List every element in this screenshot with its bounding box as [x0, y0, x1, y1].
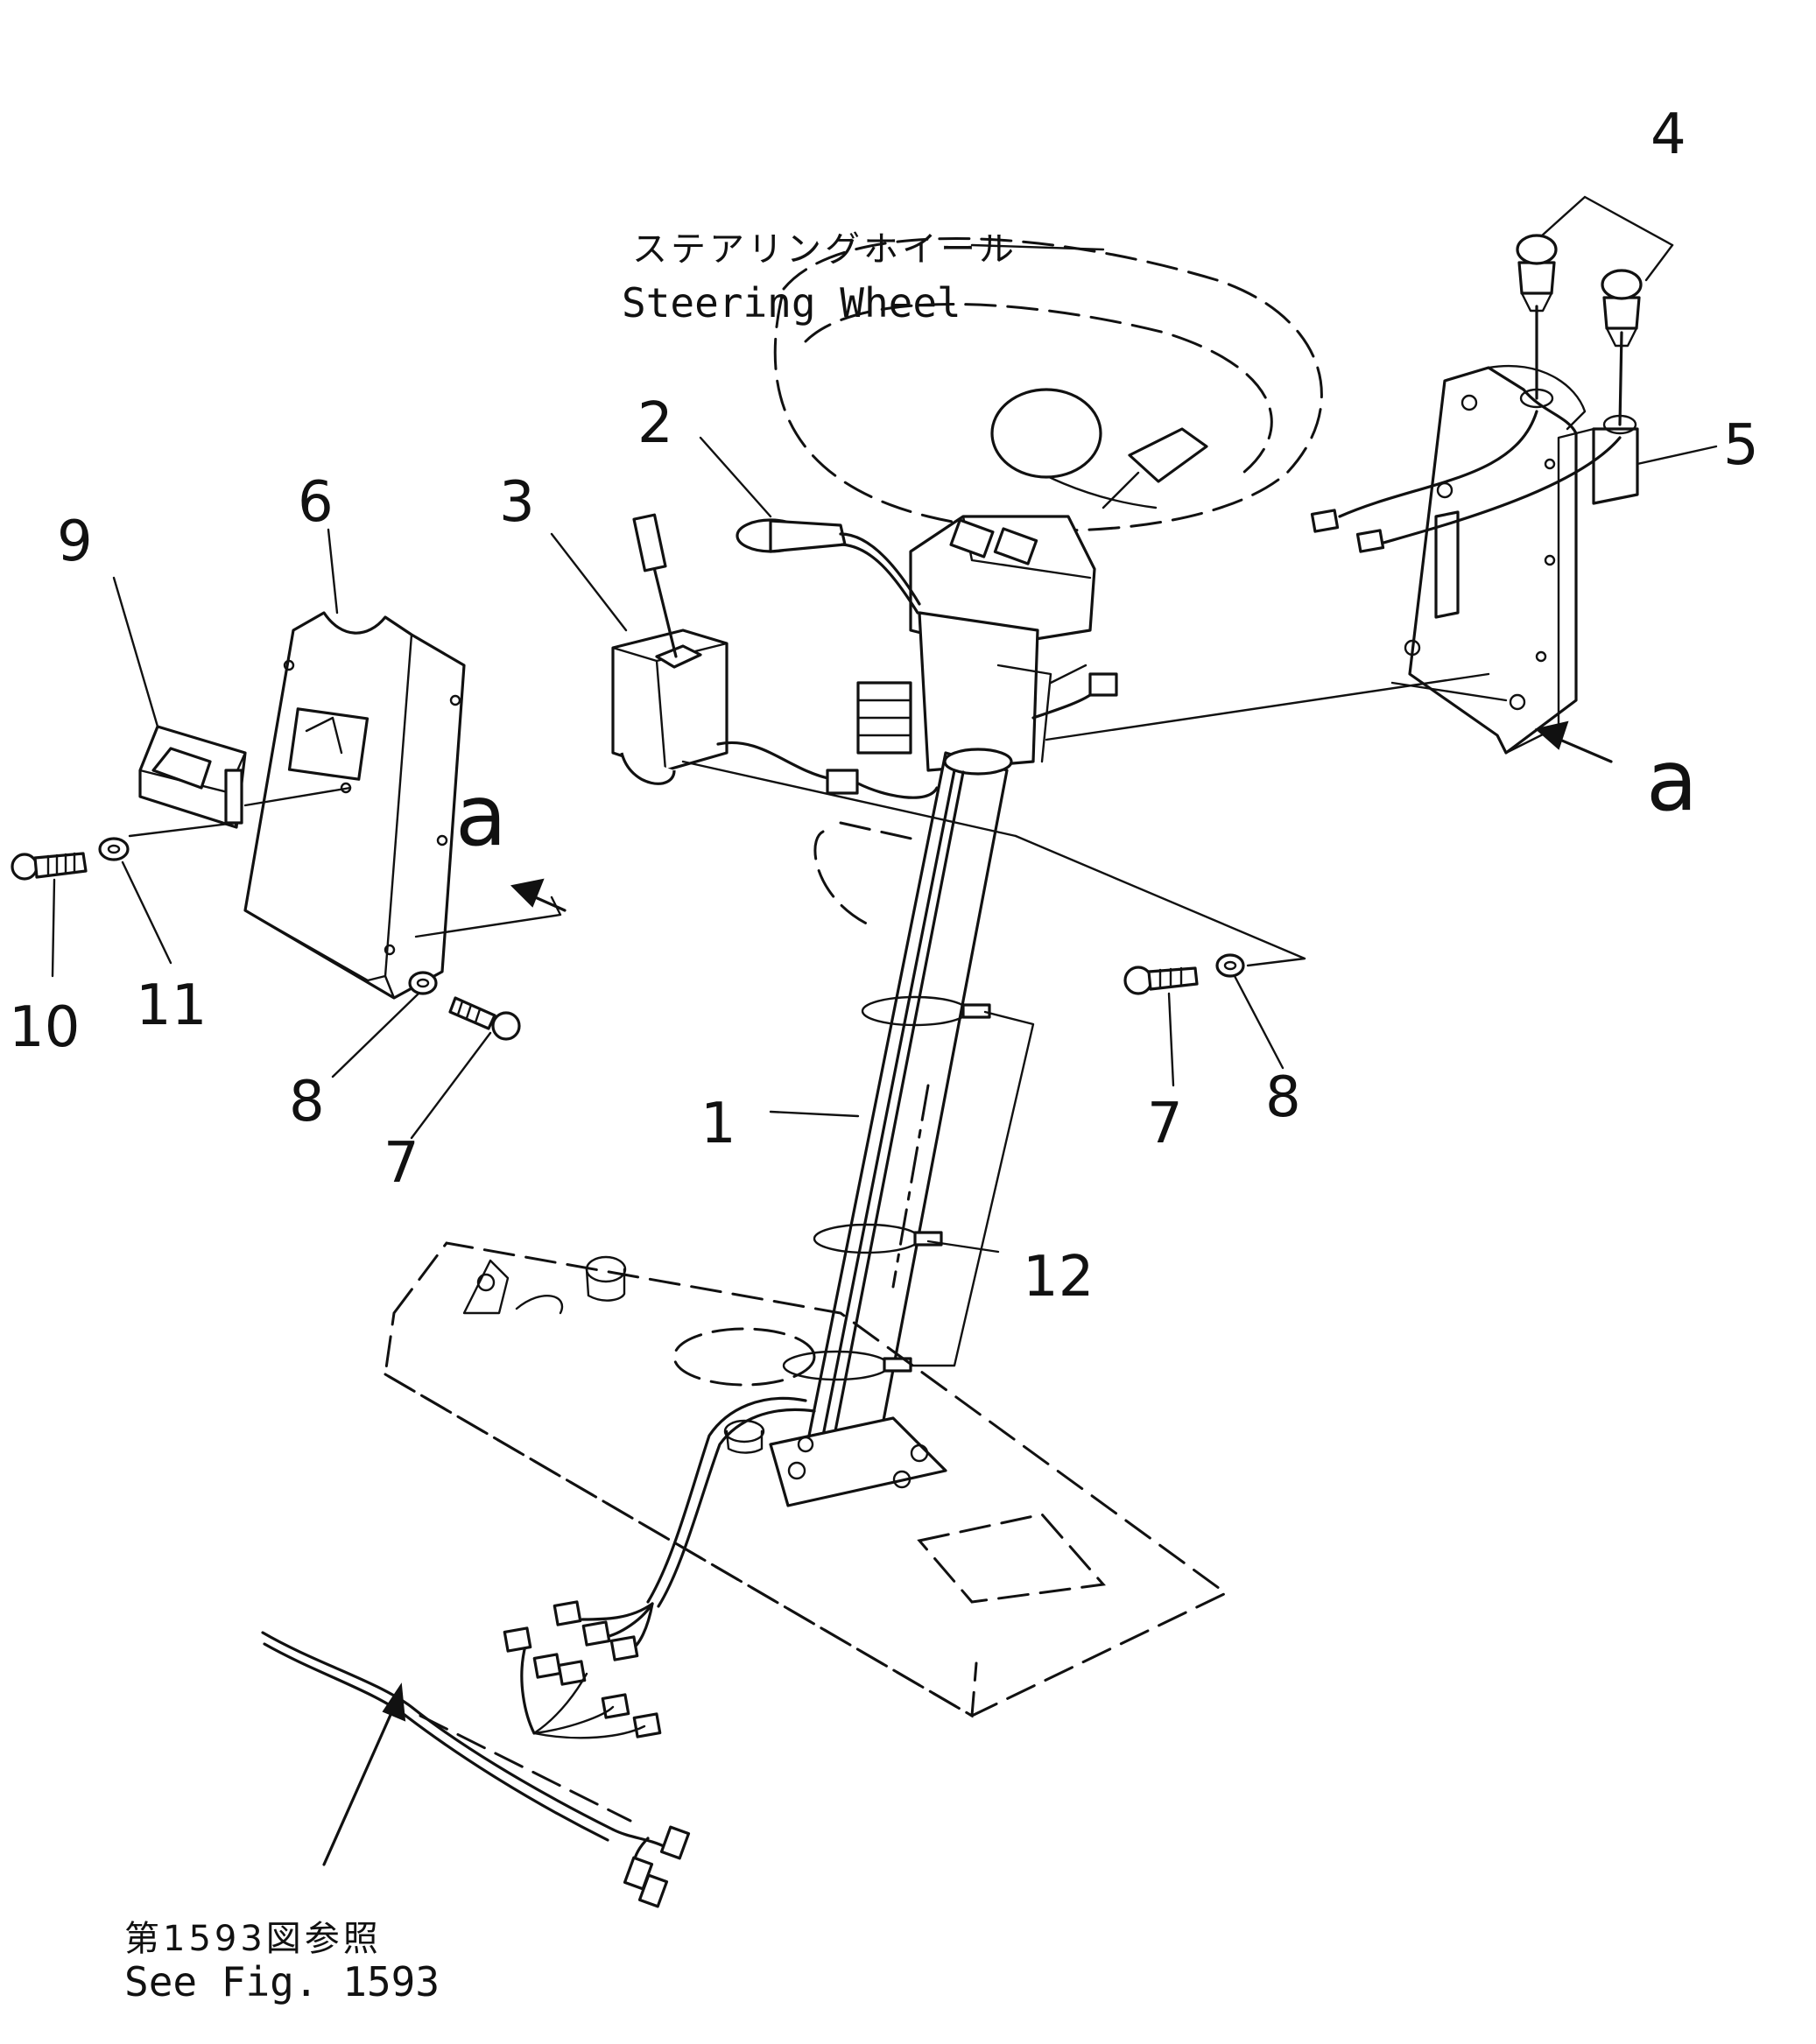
steering-wheel-label-en: Steering Wheel	[622, 279, 961, 327]
callout-9: 9	[57, 509, 93, 574]
callout-8-right: 8	[1265, 1065, 1301, 1130]
part-8-washer-right	[1215, 953, 1245, 978]
part-5-bracket-panel	[1404, 364, 1639, 755]
part-11-washer	[98, 837, 130, 861]
callout-11: 11	[136, 973, 207, 1038]
part-4-switch-pair	[1310, 234, 1643, 553]
part-3-shift-lever-box	[611, 513, 729, 785]
assembly-lines	[51, 195, 1718, 1866]
reference-label-jp: 第1593図参照	[124, 1919, 382, 1959]
part-8-washer-left	[408, 971, 438, 995]
callout-7-right: 7	[1147, 1092, 1183, 1156]
column-head	[856, 515, 1096, 772]
callout-8-left: 8	[289, 1070, 325, 1134]
part-7-bolt-left	[448, 996, 521, 1041]
callout-3: 3	[499, 470, 535, 535]
floor-plate	[384, 1241, 1228, 1718]
part-10-bolt	[11, 852, 88, 881]
steering-wheel-outline	[773, 237, 1323, 532]
callout-4: 4	[1651, 102, 1686, 167]
callout-5: 5	[1723, 413, 1759, 478]
part-9-switch	[138, 725, 247, 829]
captions: ステアリングホイール Steering Wheel 第1593図参照 See F…	[124, 229, 1017, 2005]
part-6-cover	[243, 611, 466, 1000]
callouts: 1 2 3 4 5 6 7 7 8 8 9 10 11 12 a a	[9, 102, 1759, 1310]
callout-7-left: 7	[384, 1131, 419, 1196]
view-arrow-a-right: a	[1646, 732, 1698, 830]
reference-label-en: See Fig. 1593	[124, 1958, 440, 2005]
callout-12: 12	[1023, 1245, 1094, 1310]
callout-10: 10	[9, 995, 80, 1060]
lower-wire-harness	[261, 1396, 816, 1908]
part-2-lever-switch	[736, 518, 921, 615]
part-7-bolt-right	[1123, 966, 1199, 995]
callout-1: 1	[700, 1092, 736, 1156]
callout-6: 6	[298, 470, 334, 535]
view-arrow-a-left: a	[455, 767, 507, 865]
callout-2: 2	[637, 391, 673, 456]
column-wiring	[716, 664, 1118, 799]
part-1-steering-column	[782, 748, 1035, 1464]
steering-wheel-label-jp: ステアリングホイール	[632, 229, 1017, 270]
